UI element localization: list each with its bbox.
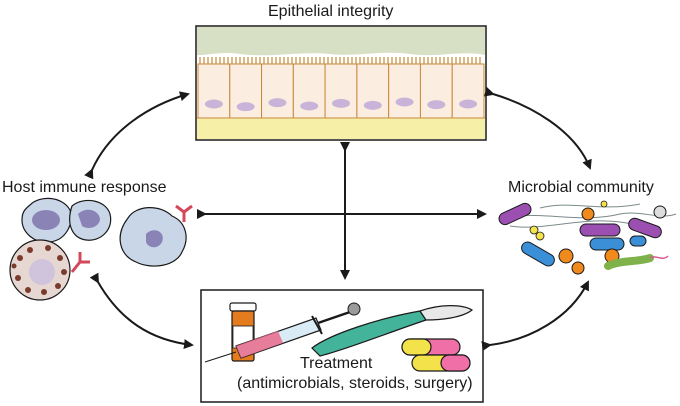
cell-nucleus (395, 97, 414, 107)
epithelial-cell (324, 63, 358, 119)
label-treatment-types: (antimicrobials, steroids, surgery) (237, 375, 473, 392)
epithelial-cell (419, 63, 453, 119)
epithelial-cell (261, 63, 294, 119)
arrow-host-treatment (89, 272, 194, 350)
basement-membrane (197, 118, 485, 139)
cell-nucleus (427, 100, 446, 110)
cell-nucleus (459, 99, 478, 109)
epithelial-cell (197, 63, 231, 119)
arrow-treatment-microbial (481, 280, 589, 351)
arrow-host-epithelial (84, 91, 190, 180)
microbial-community (498, 200, 677, 275)
arrow-epithelial-microbial (483, 86, 592, 170)
epithelial-cell (356, 63, 390, 119)
epithelial-cell (451, 63, 485, 119)
host-immune-cells (9, 197, 193, 301)
treatment-panel (200, 289, 484, 403)
cell-nucleus (332, 98, 350, 108)
relationship-arrows (84, 86, 592, 351)
epithelial-cells (197, 63, 485, 119)
cell-nucleus (236, 102, 255, 112)
syringe-icon (204, 302, 361, 363)
scalpel-icon (311, 305, 474, 357)
cell-nucleus (204, 99, 223, 109)
label-microbial-community: Microbial community (508, 179, 654, 196)
cell-nucleus (268, 98, 287, 108)
label-treatment: Treatment (300, 355, 373, 372)
cell-nucleus (300, 101, 319, 111)
antibody-icon (70, 204, 193, 273)
label-host-immune-response: Host immune response (2, 179, 167, 196)
capsule-pills-icon (401, 338, 471, 372)
cell-nucleus (363, 100, 382, 110)
epithelial-panel (195, 25, 487, 141)
epithelial-cell (388, 63, 421, 119)
mucus-layer (197, 27, 485, 56)
label-epithelial-integrity: Epithelial integrity (268, 3, 394, 20)
